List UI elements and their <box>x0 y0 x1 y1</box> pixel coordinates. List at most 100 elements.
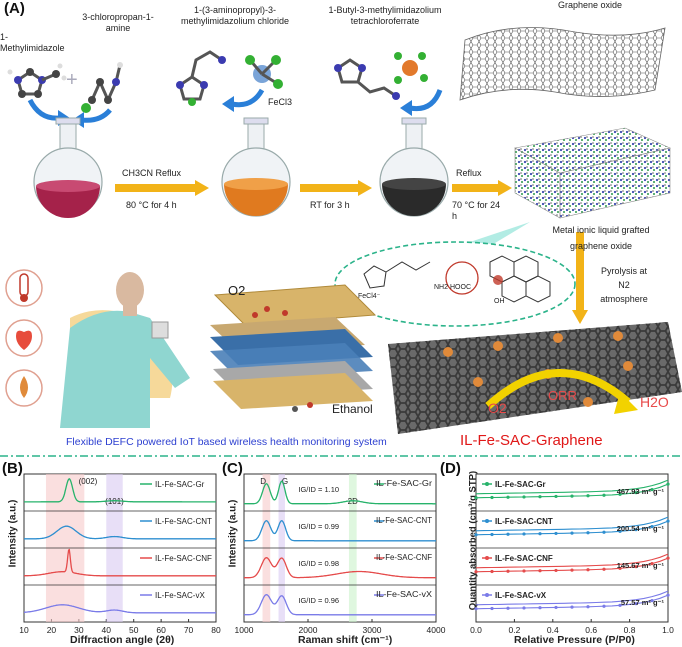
isotherm-point <box>650 562 654 566</box>
g-band-label: G <box>282 477 288 486</box>
step-3-top: Reflux <box>456 168 482 178</box>
ratio-label: IG/ID = 1.10 <box>298 485 339 494</box>
isotherm-point <box>666 593 670 597</box>
x-tick-label: 3000 <box>363 625 382 635</box>
isotherm-point <box>490 569 494 574</box>
blue-arrow-4 <box>409 89 443 112</box>
x-tick-label: 50 <box>129 625 139 635</box>
isotherm-line <box>475 553 669 569</box>
x-tick-label: 0.8 <box>624 625 636 635</box>
isotherm-point <box>538 495 542 499</box>
isotherm-point <box>602 604 606 608</box>
x-tick-label: 1000 <box>235 625 254 635</box>
legend-label: IL-Fe-SAC-Gr <box>376 479 432 488</box>
surface-area-label: 145.67 m² g⁻¹ <box>617 561 665 570</box>
blue-arrow-3 <box>231 88 265 108</box>
isotherm-point <box>666 482 670 486</box>
product-name: IL-Fe-SAC-Graphene <box>460 432 603 449</box>
oh-label: OH <box>494 298 505 305</box>
fecl3-molecule <box>245 55 283 89</box>
legend-label: IL-Fe-SAC-Gr <box>155 480 205 489</box>
legend-label: IL-Fe-SAC-CNT <box>376 516 432 525</box>
isotherm-point <box>506 532 510 536</box>
yellow-arrow-down <box>572 232 588 324</box>
graphene-oxide-sheet <box>459 27 666 101</box>
x-tick-label: 4000 <box>427 625 446 635</box>
yellow-arrow-3 <box>452 180 512 196</box>
isotherm-point <box>618 566 622 570</box>
step-3-bottom: 70 °C for 24 h <box>452 200 501 221</box>
panel-b-xlabel: Diffraction angle (2θ) <box>70 634 175 646</box>
series-line <box>24 525 216 540</box>
panel-a: (A) 1-Methylimidazole 3-chloropropan-1-a… <box>0 0 682 449</box>
isotherm-point <box>570 605 574 609</box>
grafted-label: Metal ionic liquid grafted graphene oxid… <box>552 225 650 251</box>
isotherm-point <box>634 491 638 495</box>
isotherm-point <box>570 531 574 535</box>
legend-label: IL-Fe-SAC-CNF <box>155 554 212 563</box>
x-tick-label: 0.2 <box>508 625 520 635</box>
isotherm-point <box>522 532 526 536</box>
isotherm-point <box>650 599 654 603</box>
x-tick-label: 0.0 <box>470 625 482 635</box>
intermediate-1-label: 1-(3-aminopropyl)-3-methylimidazolium ch… <box>180 5 290 26</box>
isotherm-point <box>538 532 542 536</box>
product-graphene-sheet <box>388 322 682 434</box>
isotherm-point <box>650 488 654 492</box>
isotherm-point <box>554 531 558 536</box>
isotherm-point <box>490 495 494 500</box>
hooc-label: HOOC <box>450 284 471 291</box>
legend-label: IL-Fe-SAC-vX <box>495 591 547 600</box>
isotherm-point <box>474 496 478 500</box>
intermediate-2-molecule <box>334 52 428 100</box>
x-tick-label: 80 <box>211 625 221 635</box>
isotherm-point <box>506 606 510 610</box>
step-2: RT for 3 h <box>310 200 350 210</box>
human-figure <box>5 269 190 428</box>
isotherm-point <box>618 492 622 496</box>
x-tick-label: 30 <box>74 625 84 635</box>
surface-area-label: 200.54 m² g⁻¹ <box>617 524 665 533</box>
surface-area-label: 467.93 m² g⁻¹ <box>617 487 665 496</box>
isotherm-point <box>586 568 590 572</box>
isotherm-point <box>666 519 670 523</box>
panel-c-ylabel: Intensity (a.u.) <box>227 499 239 568</box>
intermediate-1-molecule <box>176 50 226 106</box>
isotherm-point <box>570 494 574 498</box>
series-line <box>244 557 436 579</box>
ratio-label: IG/ID = 0.96 <box>298 596 339 605</box>
isotherm-point <box>602 493 606 497</box>
pyrolysis-label: Pyrolysis at N2 atmosphere <box>600 266 648 304</box>
isotherm-point <box>554 494 558 499</box>
legend-marker <box>485 482 489 486</box>
plus-sign: + <box>66 69 78 91</box>
grafted-graphene-block <box>514 127 671 219</box>
o2-top-label: O2 <box>228 283 246 298</box>
isotherm-point <box>554 568 558 573</box>
series-line <box>24 604 216 614</box>
x-tick-label: 40 <box>102 625 112 635</box>
isotherm-line <box>475 479 669 495</box>
flask-3 <box>379 117 449 217</box>
x-tick-label: 0.6 <box>585 625 597 635</box>
isotherm-point <box>634 528 638 532</box>
series-line <box>244 520 436 542</box>
isotherm-line <box>475 590 669 606</box>
graphene-oxide-label: Graphene oxide <box>557 0 623 10</box>
x-tick-label: 70 <box>184 625 194 635</box>
legend-label: IL-Fe-SAC-vX <box>376 590 433 599</box>
isotherm-point <box>554 605 558 610</box>
flask-2 <box>221 117 291 217</box>
blue-arrow-1 <box>27 98 61 121</box>
x-tick-label: 0.4 <box>547 625 559 635</box>
legend-marker <box>485 593 489 597</box>
series-line <box>244 480 436 505</box>
legend-label: IL-Fe-SAC-CNT <box>155 517 212 526</box>
panel-b-letter: (B) <box>2 460 23 477</box>
structure-callout <box>334 222 576 327</box>
isotherm-point <box>586 494 590 498</box>
isotherm-point <box>474 607 478 611</box>
system-caption: Flexible DEFC powered IoT based wireless… <box>66 436 387 448</box>
ratio-label: IG/ID = 0.98 <box>298 559 339 568</box>
